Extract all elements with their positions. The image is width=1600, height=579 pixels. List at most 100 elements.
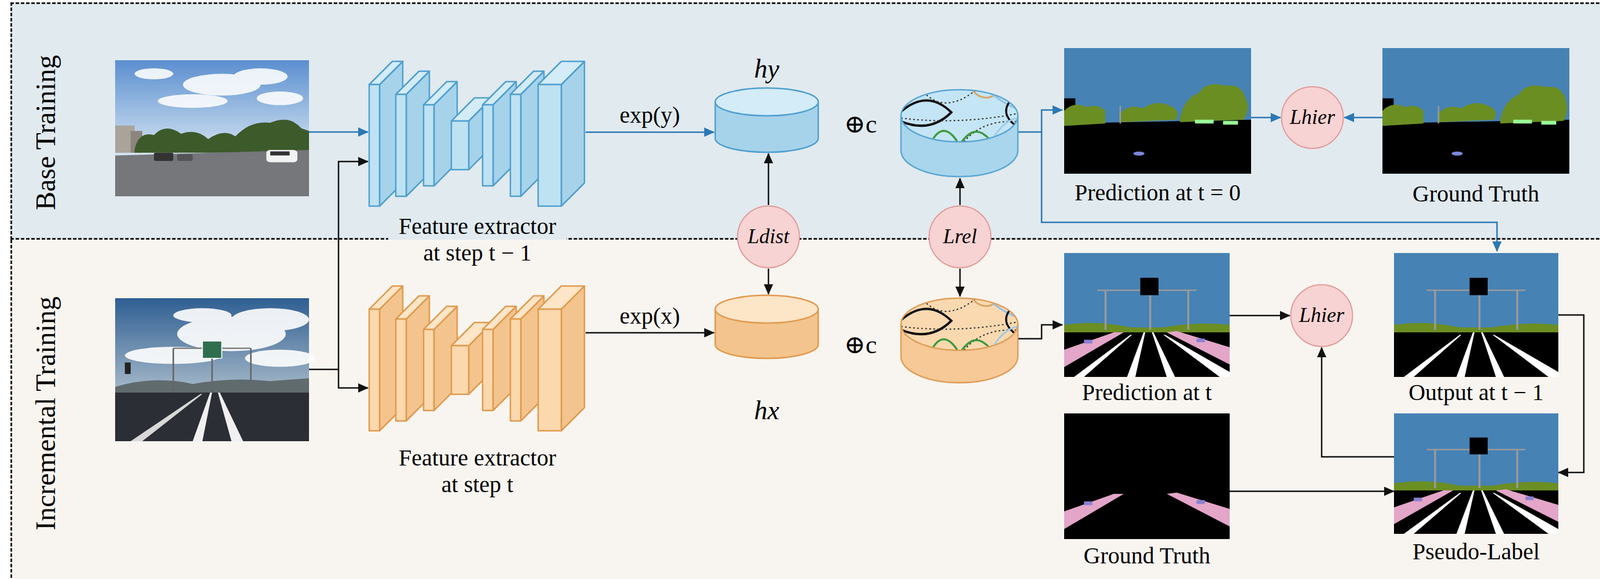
connector-arrow	[767, 153, 770, 205]
poincare-disk	[900, 298, 1018, 351]
segmentation-map: Ground Truth	[1064, 413, 1230, 539]
text-holder: Incremental Training	[29, 293, 62, 533]
poincare-disk	[900, 298, 1018, 351]
loss-label: Lhier	[1296, 303, 1347, 327]
text-holder: Feature extractor at step t − 1	[388, 212, 567, 267]
flow-arrow	[1018, 109, 1063, 132]
input-photo	[115, 298, 310, 441]
text-holder: Lrel	[940, 224, 980, 249]
poincare-disk	[900, 90, 1018, 142]
segmentation-map-outline	[1064, 322, 1230, 333]
segmentation-map-outline	[1469, 437, 1488, 455]
segmentation-map-outline	[1064, 104, 1106, 127]
segmentation-map: Prediction at t = 0	[1064, 48, 1252, 174]
segmentation-map-outline	[1083, 499, 1205, 506]
segmentation-map-outline	[1119, 105, 1122, 124]
feature-extractor-outline	[561, 285, 585, 431]
connector-arrow	[585, 131, 715, 134]
training-band: Feature extractor at step thxPrediction …	[10, 239, 1600, 579]
caption-text: hx	[751, 395, 782, 426]
feature-extractor-outline	[510, 94, 521, 197]
caption-text: Feature extractor at step t	[388, 444, 567, 498]
segmentation-map-outline	[1393, 329, 1559, 377]
segmentation-map-outline	[1393, 413, 1559, 534]
input-photo	[153, 152, 174, 161]
feature-extractor-outline	[451, 120, 469, 170]
feature-extractor-outline	[538, 84, 562, 207]
segmentation-map-outline	[1127, 332, 1146, 377]
segmentation-map-outline	[1179, 84, 1248, 123]
feature-extractor-outline	[369, 61, 403, 85]
feature-extractor-outline	[538, 309, 562, 431]
segmentation-map-outline	[1403, 334, 1462, 377]
segmentation-map-outline	[1426, 289, 1526, 330]
feature-extractor-outline	[423, 329, 434, 411]
embedding-cylinder-outline	[714, 293, 820, 360]
input-photo	[218, 392, 244, 441]
feature-extractor-outline	[482, 329, 494, 411]
segmentation-map-outline	[1064, 413, 1230, 539]
segmentation-map-outline	[1064, 413, 1230, 539]
embedding-cylinder-outline	[715, 295, 819, 323]
segmentation-map: Pseudo-Label	[1393, 413, 1559, 534]
poincare-disk	[900, 89, 1018, 177]
loss-label: Lhier	[1287, 105, 1338, 130]
feature-extractor-outline	[369, 309, 380, 431]
poincare-disk	[900, 89, 1018, 142]
loss-label: Ldist	[745, 224, 792, 249]
segmentation-map-outline	[1451, 151, 1463, 156]
feature-extractor-outline	[369, 285, 586, 431]
loss-circle-outline	[1281, 86, 1344, 149]
segmentation-map-outline	[1064, 119, 1252, 174]
input-photo	[115, 149, 310, 197]
input-photo	[115, 60, 310, 197]
embedding-cylinder-outline	[714, 86, 820, 154]
input-photo	[231, 307, 310, 331]
segmentation-map-outline	[1083, 338, 1205, 344]
segmentation-map-outline	[1064, 252, 1230, 377]
loss-circle: Ldist	[736, 204, 801, 269]
text-holder: Ground Truth	[1081, 542, 1213, 569]
segmentation-map-outline	[1064, 48, 1252, 174]
flow-arrow	[1018, 324, 1063, 339]
edge-label: exp(y)	[617, 101, 683, 129]
connector-arrow	[1344, 116, 1383, 119]
caption-text: Prediction at t = 0	[1072, 179, 1243, 207]
segmentation-map-outline	[1382, 48, 1570, 174]
loss-circle-outline	[929, 206, 992, 268]
flow-arrow	[959, 268, 962, 297]
feature-extractor-outline	[538, 285, 585, 310]
feature-extractor-outline	[423, 306, 458, 330]
input-photo	[134, 68, 174, 80]
poincare-disk	[900, 298, 1018, 351]
connector-arrow	[1229, 314, 1290, 317]
segmentation-map-outline	[1469, 277, 1488, 296]
input-photo	[115, 298, 315, 441]
segmentation-map-outline	[1513, 119, 1557, 125]
feature-extractor-outline	[423, 81, 458, 105]
loss-circle: Lrel	[928, 204, 992, 269]
segmentation-map-outline	[1133, 151, 1145, 156]
text-holder: Lhier	[1296, 303, 1347, 327]
segmentation-map-outline	[1064, 252, 1230, 377]
loss-circle-outline	[1290, 284, 1353, 347]
input-photo	[244, 349, 315, 367]
segmentation-map-outline	[1064, 329, 1230, 377]
connector-arrow	[1251, 116, 1281, 119]
segmentation-map-outline	[1393, 413, 1559, 534]
flow-arrow	[309, 368, 339, 371]
input-photo	[130, 393, 203, 441]
stage-title: Incremental Training	[29, 293, 62, 533]
text-holder: hx	[751, 395, 782, 426]
feature-extractor-outline	[395, 318, 407, 421]
segmentation-map-outline	[1097, 289, 1197, 330]
segmentation-map-outline	[1456, 332, 1475, 377]
segmentation-map-outline	[1393, 480, 1559, 491]
input-photo	[256, 91, 304, 106]
input-photo	[173, 307, 233, 323]
feature-extractor-outline	[451, 345, 469, 395]
segmentation-map-outline	[1492, 334, 1559, 377]
segmentation-map-outline	[1120, 103, 1178, 123]
flow-arrow	[959, 178, 962, 205]
